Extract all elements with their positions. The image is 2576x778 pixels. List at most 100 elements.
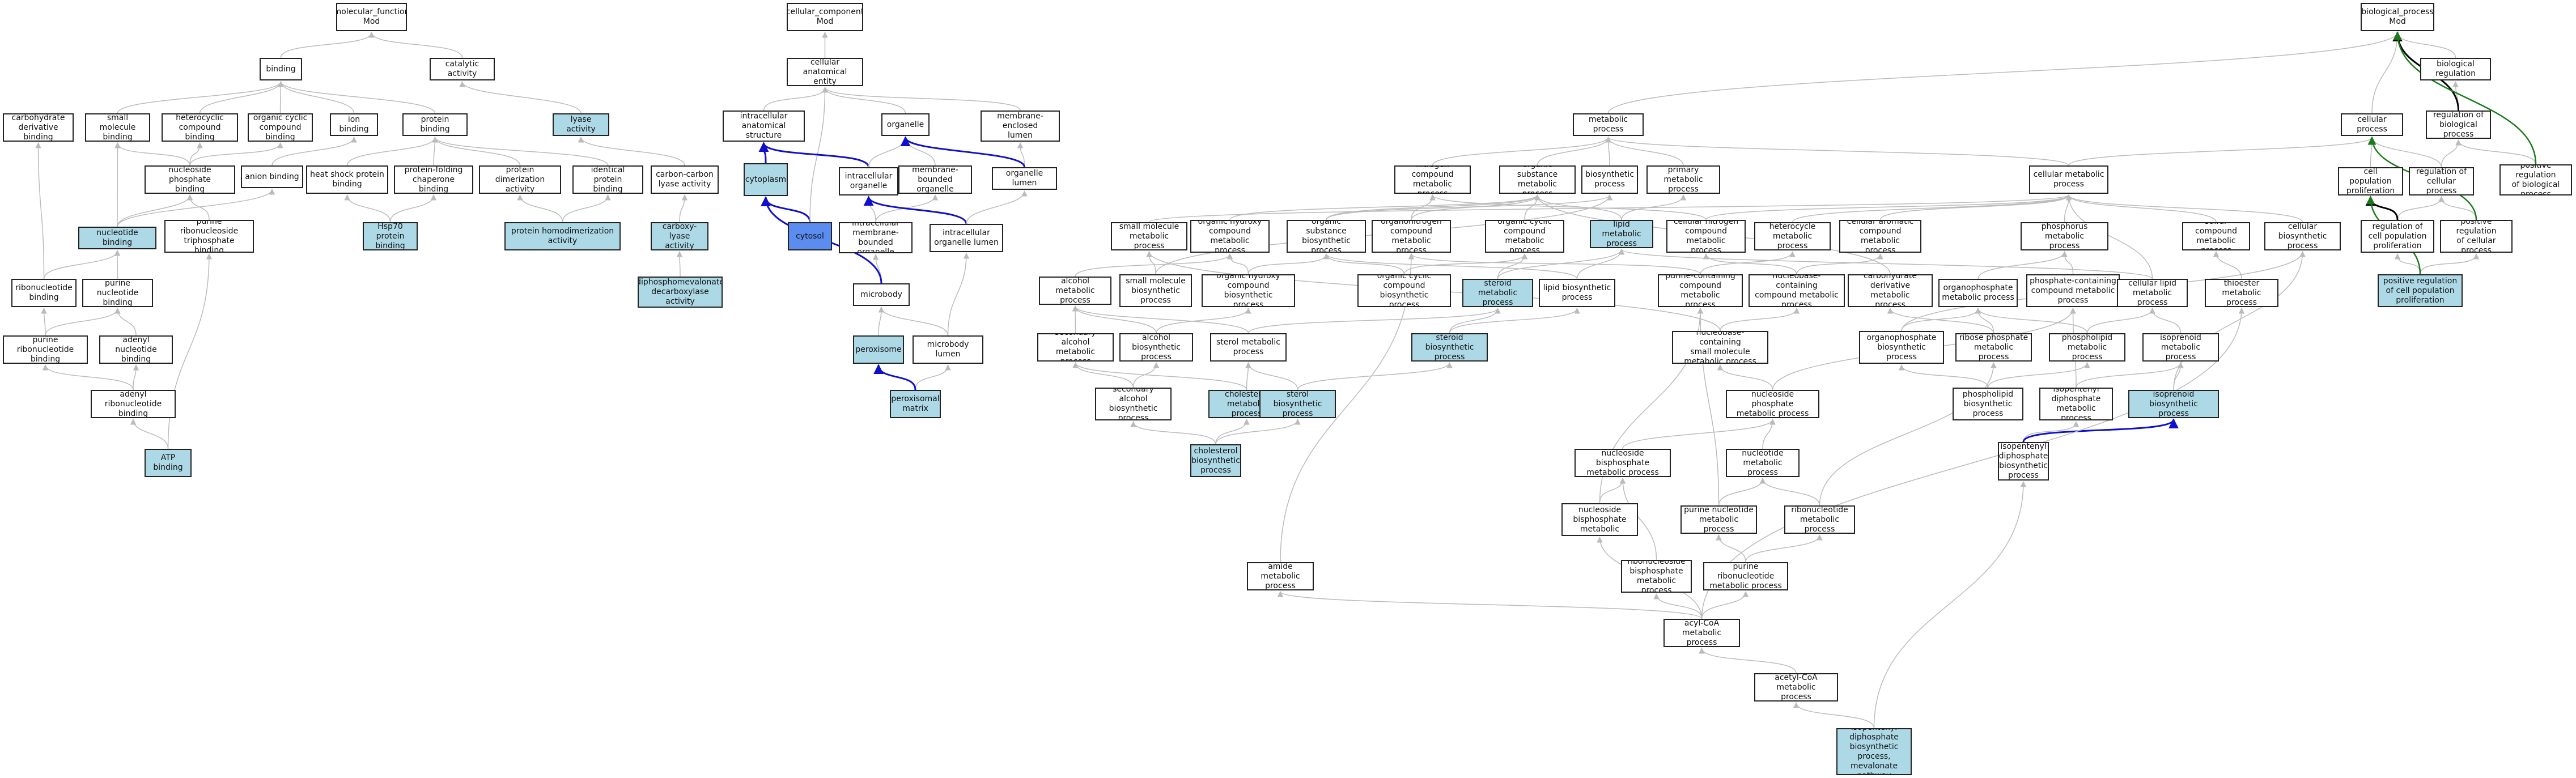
- edge-nuc-phos-mp-to-nbc-sm-mp: [1717, 364, 1773, 390]
- node-pos-reg-cpp: positive regulation of cell population p…: [2378, 274, 2463, 307]
- node-chol-biosyn: cholesterol biosynthetic process: [1190, 444, 1241, 477]
- edge-nucbase-cont-mp-to-cell-arom-mp: [1796, 253, 1883, 275]
- edge-phospholipid-mp-to-organophos-mp: [1975, 307, 2088, 334]
- edge-phos-mp-to-cell-mp: [2064, 194, 2072, 223]
- edge-sulfur-mp-to-cell-mp: [2065, 194, 2217, 223]
- edge-organophos-mp-to-phos-mp: [1977, 250, 2068, 279]
- edge-lipid-mp-to-prim-mp: [1621, 194, 1687, 220]
- edge-phospholipid-biosyn-to-organophos-biosyn: [1898, 364, 1989, 388]
- edge-reg-cell-proc-to-cell-proc: [2369, 136, 2442, 168]
- node-carb-deriv-mp: carbohydrate derivative metabolic proces…: [1848, 274, 1933, 307]
- edge-perox-matrix-to-peroxisome: [873, 364, 916, 390]
- node-pos-reg-bp: positive regulation of biological proces…: [2499, 164, 2572, 195]
- edge-nuc-bind-to-nuc-phos-bind: [117, 194, 193, 227]
- node-ias: intracellular anatomical structure: [723, 110, 805, 142]
- node-cell-pop-prolif: cell population proliferation: [2338, 167, 2403, 195]
- node-ipp-biosyn: isopentenyl diphosphate biosynthetic pro…: [1998, 442, 2049, 481]
- node-thioester-mp: thioester metabolic process: [2205, 279, 2278, 307]
- edge-acyl-coa-mp-to-thioester-mp: [1701, 307, 2245, 619]
- node-hetero-bind: heterocyclic compound binding: [162, 113, 238, 142]
- node-cc-lyase: carbon-carbon lyase activity: [651, 165, 719, 194]
- node-pr-nuc-mp: purine ribonucleotide metabolic process: [1703, 562, 1788, 590]
- edge-mel-to-cae: [822, 86, 1021, 111]
- edge-acyl-coa-mp-to-amide-mp: [1278, 590, 1703, 619]
- node-isoprenoid-biosyn: isoprenoid biosynthetic process: [2128, 390, 2219, 418]
- node-cae: cellular anatomical entity: [787, 58, 863, 86]
- edge-pur-ribonuc-bind-to-ribonuc-bind: [41, 307, 47, 336]
- edge-sec-alc-mp-to-alc-mp: [1072, 305, 1079, 334]
- edge-intra-org-to-organelle: [868, 136, 909, 168]
- node-ribonuc-bind: ribonucleotide binding: [11, 279, 77, 307]
- node-sec-alc-biosyn: secondary alcohol biosynthetic process: [1095, 388, 1172, 420]
- node-pur-nuc-bind: purine nucleotide binding: [82, 279, 153, 307]
- edge-chol-biosyn-to-sterol-biosyn: [1215, 418, 1301, 445]
- edge-lipid-biosyn-to-osb: [1323, 253, 1578, 279]
- node-steroid-mp: steroid metabolic process: [1462, 279, 1533, 307]
- edge-phospholipid-biosyn-to-phospholipid-mp: [1987, 362, 2090, 388]
- edge-reg-cpp-to-cell-pop-prolif: [2365, 195, 2399, 220]
- node-hsp70: Hsp70 protein binding: [363, 222, 418, 250]
- node-organoN-mp: organonitrogen compound metabolic proces…: [1372, 220, 1451, 253]
- node-alc-mp: alcohol metabolic process: [1039, 277, 1111, 305]
- node-organophos-mp: organophosphate metabolic process: [1938, 279, 2018, 307]
- node-phos-cont-mp: phosphate-containing compound metabolic …: [2026, 274, 2120, 307]
- edge-nucbase-cont-mp-to-cell-n-mp: [1703, 253, 1797, 275]
- edge-oh-biosyn-to-oh-comp-mp: [1227, 253, 1249, 275]
- edge-hsp70-to-hsp-bind: [344, 194, 391, 223]
- edge-ribonuc-bind-to-carb-deriv-bind: [35, 142, 45, 279]
- edge-peroxisome-to-microbody: [878, 306, 885, 336]
- node-lyase: lyase activity: [553, 113, 609, 136]
- edge-purine-cont-mp-to-organoN-mp: [1408, 253, 1701, 275]
- node-hetero-mp: heterocycle metabolic process: [1754, 222, 1831, 250]
- edge-pf-chap-bind-to-protein-bind: [432, 136, 438, 166]
- edge-osb-to-biosyn: [1326, 194, 1613, 220]
- node-atp-bind: ATP binding: [145, 449, 192, 477]
- edge-purine-cont-mp-to-hetero-mp: [1700, 250, 1796, 275]
- edge-purine-nuc-mp-to-nucleotide-mp: [1718, 477, 1766, 506]
- edge-ion-bind-to-binding: [278, 80, 355, 114]
- node-pf-chap-bind: protein-folding chaperone binding: [394, 165, 473, 194]
- node-perox-matrix: peroxisomal matrix: [890, 390, 941, 418]
- node-nucleotide-mp: nucleotide metabolic process: [1726, 449, 1800, 477]
- edge-nuc-phos-bind-to-org-cyc-bind: [189, 142, 283, 166]
- edge-sterol-biosyn-to-steroid-biosyn: [1297, 362, 1453, 390]
- node-isoprenoid-mp: isoprenoid metabolic process: [2142, 333, 2219, 362]
- node-biosyn: biosynthetic process: [1581, 165, 1638, 194]
- edge-sm-bind-to-binding: [117, 80, 284, 114]
- edge-binding-to-mf: [280, 31, 375, 58]
- edge-carboxy-lyase-to-cc-lyase: [679, 194, 688, 223]
- edge-isoprenoid-mp-to-cell-lipid-mp: [2149, 307, 2182, 334]
- edge-hetero-bind-to-binding: [199, 80, 284, 114]
- node-cell-proc: cellular process: [2341, 113, 2403, 136]
- edge-oh-biosyn-to-osb: [1247, 253, 1330, 275]
- node-cell-biosyn: cellular biosynthetic process: [2264, 222, 2341, 250]
- edge-intra-org-to-ias: [758, 142, 869, 168]
- edge-pos-reg-bp-to-reg-bp: [2455, 139, 2536, 165]
- edge-atp-bind-to-adenyl-ribonuc-bind: [130, 418, 169, 449]
- edge-organoN-mp-to-org-sub-mp: [1411, 194, 1540, 220]
- edge-sterol-biosyn-to-sterol-mp: [1245, 362, 1298, 390]
- node-carboxy-lyase: carboxy-lyase activity: [651, 222, 708, 250]
- edge-nuc-phos-bind-to-hetero-bind: [189, 142, 203, 166]
- edge-pos-reg-cpp-to-pos-reg-cp: [2420, 253, 2480, 275]
- node-sec-alc-mp: secondary alcohol metabolic process: [1037, 333, 1114, 362]
- edge-amide-mp-to-organoN-mp: [1280, 253, 1415, 563]
- edge-reg-cpp-to-reg-cell-proc: [2397, 195, 2445, 220]
- edge-cell-n-mp-to-n-comp-mp: [1429, 194, 1707, 220]
- edge-lyase-to-catalytic: [459, 80, 582, 114]
- node-mf: molecular_function Mod: [336, 3, 407, 31]
- edge-pur-nuc-bind-to-nuc-bind: [114, 249, 121, 279]
- edge-cell-lipid-mp-to-lipid-mp: [1619, 248, 2153, 279]
- node-protein-bind: protein binding: [402, 113, 468, 136]
- edge-pr-ntp-bind-to-nuc-phos-bind: [186, 194, 210, 220]
- node-cell-mp: cellular metabolic process: [2029, 165, 2108, 194]
- node-catalytic: catalytic activity: [430, 58, 495, 80]
- node-org-cyc-mp: organic cyclic compound metabolic proces…: [1485, 220, 1564, 253]
- node-nbp-mp: nucleoside bisphosphate metabolic proces…: [1575, 449, 1671, 477]
- node-dmpd: diphosphomevalonate decarboxylase activi…: [638, 277, 723, 308]
- node-nucbase-cont-mp: nucleobase-containing compound metabolic…: [1749, 274, 1845, 307]
- edge-hetero-mp-to-cell-mp: [1792, 194, 2072, 223]
- edge-prot-dimer-to-protein-bind: [432, 136, 521, 166]
- node-acetyl-coa-mp: acetyl-CoA metabolic process: [1754, 673, 1838, 702]
- edge-hsp-bind-to-protein-bind: [346, 136, 438, 166]
